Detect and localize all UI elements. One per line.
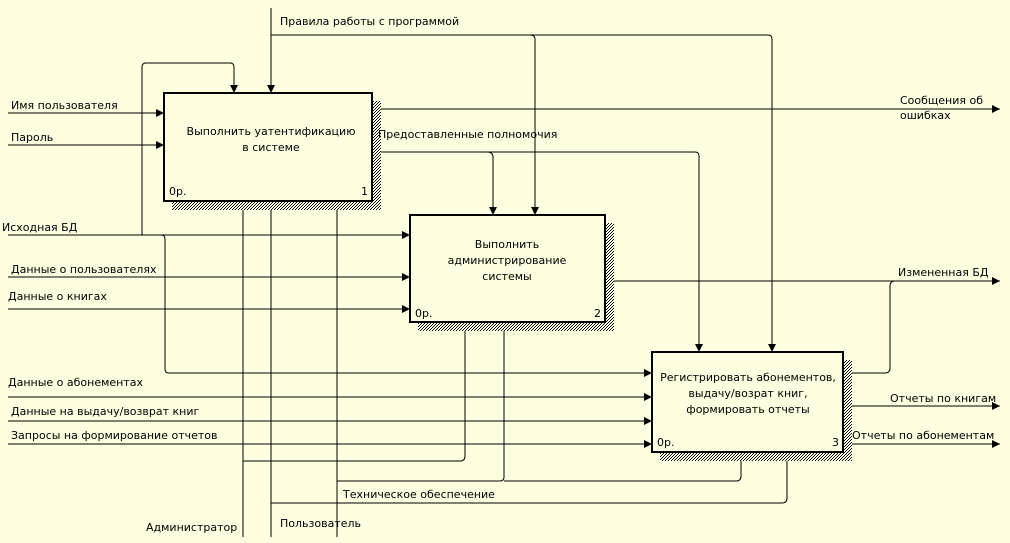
label-users-data: Данные о пользователях xyxy=(11,263,157,276)
label-program-rules: Правила работы с программой xyxy=(280,15,459,28)
label-source-db: Исходная БД xyxy=(2,221,78,234)
box-3-title-line-2: выдачу/возрат книг, xyxy=(688,387,807,400)
label-book-reports: Отчеты по книгам xyxy=(890,392,996,405)
arrow-hardware-to-box3 xyxy=(504,452,745,482)
box-2-number: 2 xyxy=(594,307,601,320)
arrow-program-rules-to-box2 xyxy=(529,34,539,215)
label-error-messages-line-2: ошибках xyxy=(900,109,951,122)
box-3-number: 3 xyxy=(832,436,839,449)
activity-box-3[interactable]: Регистрировать абонементов, выдачу/возра… xyxy=(651,351,852,461)
label-report-requests: Запросы на формирование отчетов xyxy=(11,429,218,442)
arrow-granted-permissions xyxy=(372,151,703,352)
box-2-title-line-2: администрирование xyxy=(448,254,567,267)
arrow-hardware-to-box2 xyxy=(337,323,508,482)
label-username: Имя пользователя xyxy=(11,99,118,112)
box-3-title-line-1: Регистрировать абонементов, xyxy=(660,371,836,384)
arrow-modified-db-from-box3 xyxy=(843,280,896,374)
arrow-program-rules-branch xyxy=(271,34,776,352)
box-2-title-line-1: Выполнить xyxy=(475,238,539,251)
box-2-cost: 0р. xyxy=(415,307,432,320)
activity-box-1[interactable]: Выполнить уатентификацию в системе 0р. 1 xyxy=(163,92,381,210)
label-books-data: Данные о книгах xyxy=(8,290,107,303)
box-1-number: 1 xyxy=(361,185,368,198)
label-password: Пароль xyxy=(11,131,53,144)
arrow-granted-permissions-to-box2 xyxy=(486,151,497,215)
box-3-cost: 0р. xyxy=(657,436,674,449)
label-issue-return-data: Данные на выдачу/возврат книг xyxy=(11,405,199,418)
arrow-source-db-loop xyxy=(141,62,238,235)
label-subscriptions-data: Данные о абонементах xyxy=(8,376,144,389)
box-2-title-line-3: системы xyxy=(482,270,531,283)
box-1-cost: 0р. xyxy=(169,185,186,198)
label-granted-permissions: Предоставленные полномочия xyxy=(378,128,557,141)
label-user: Пользователь xyxy=(280,517,361,530)
label-modified-db: Измененная БД xyxy=(898,266,989,279)
box-3-title-line-3: формировать отчеты xyxy=(686,403,809,416)
label-error-messages-line-1: Сообщения об xyxy=(900,94,983,107)
activity-box-2[interactable]: Выполнить администрирование системы 0р. … xyxy=(409,214,614,331)
arrow-source-db-to-box3 xyxy=(142,234,652,377)
label-administrator: Администратор xyxy=(146,521,237,534)
box-1-title-line-2: в системе xyxy=(242,141,300,154)
box-1-title-line-1: Выполнить уатентификацию xyxy=(187,125,356,138)
label-subscription-reports: Отчеты по абонементам xyxy=(852,429,994,442)
arrow-administrator-to-box2 xyxy=(243,323,469,462)
label-hardware: Техническое обеспечение xyxy=(342,488,495,501)
arrow-user-to-box3 xyxy=(271,452,791,504)
